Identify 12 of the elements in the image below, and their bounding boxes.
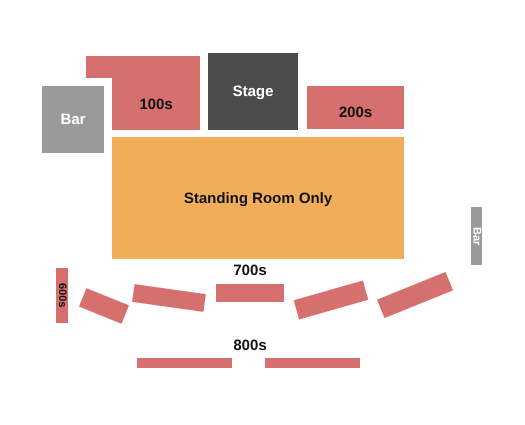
standing-area: Standing Room Only <box>112 137 404 259</box>
seating-section <box>265 358 360 368</box>
bar-area: Bar <box>471 207 482 265</box>
stage-area: Stage <box>208 53 298 130</box>
seating-section: 100s <box>86 56 200 130</box>
seating-section: 200s <box>307 86 404 129</box>
section-label: 800s <box>233 337 267 354</box>
section-label: 700s <box>233 262 267 279</box>
seating-section: 600s <box>56 268 68 323</box>
bar-area: Bar <box>42 86 104 153</box>
seating-section <box>216 284 284 302</box>
seating-section <box>137 358 232 368</box>
